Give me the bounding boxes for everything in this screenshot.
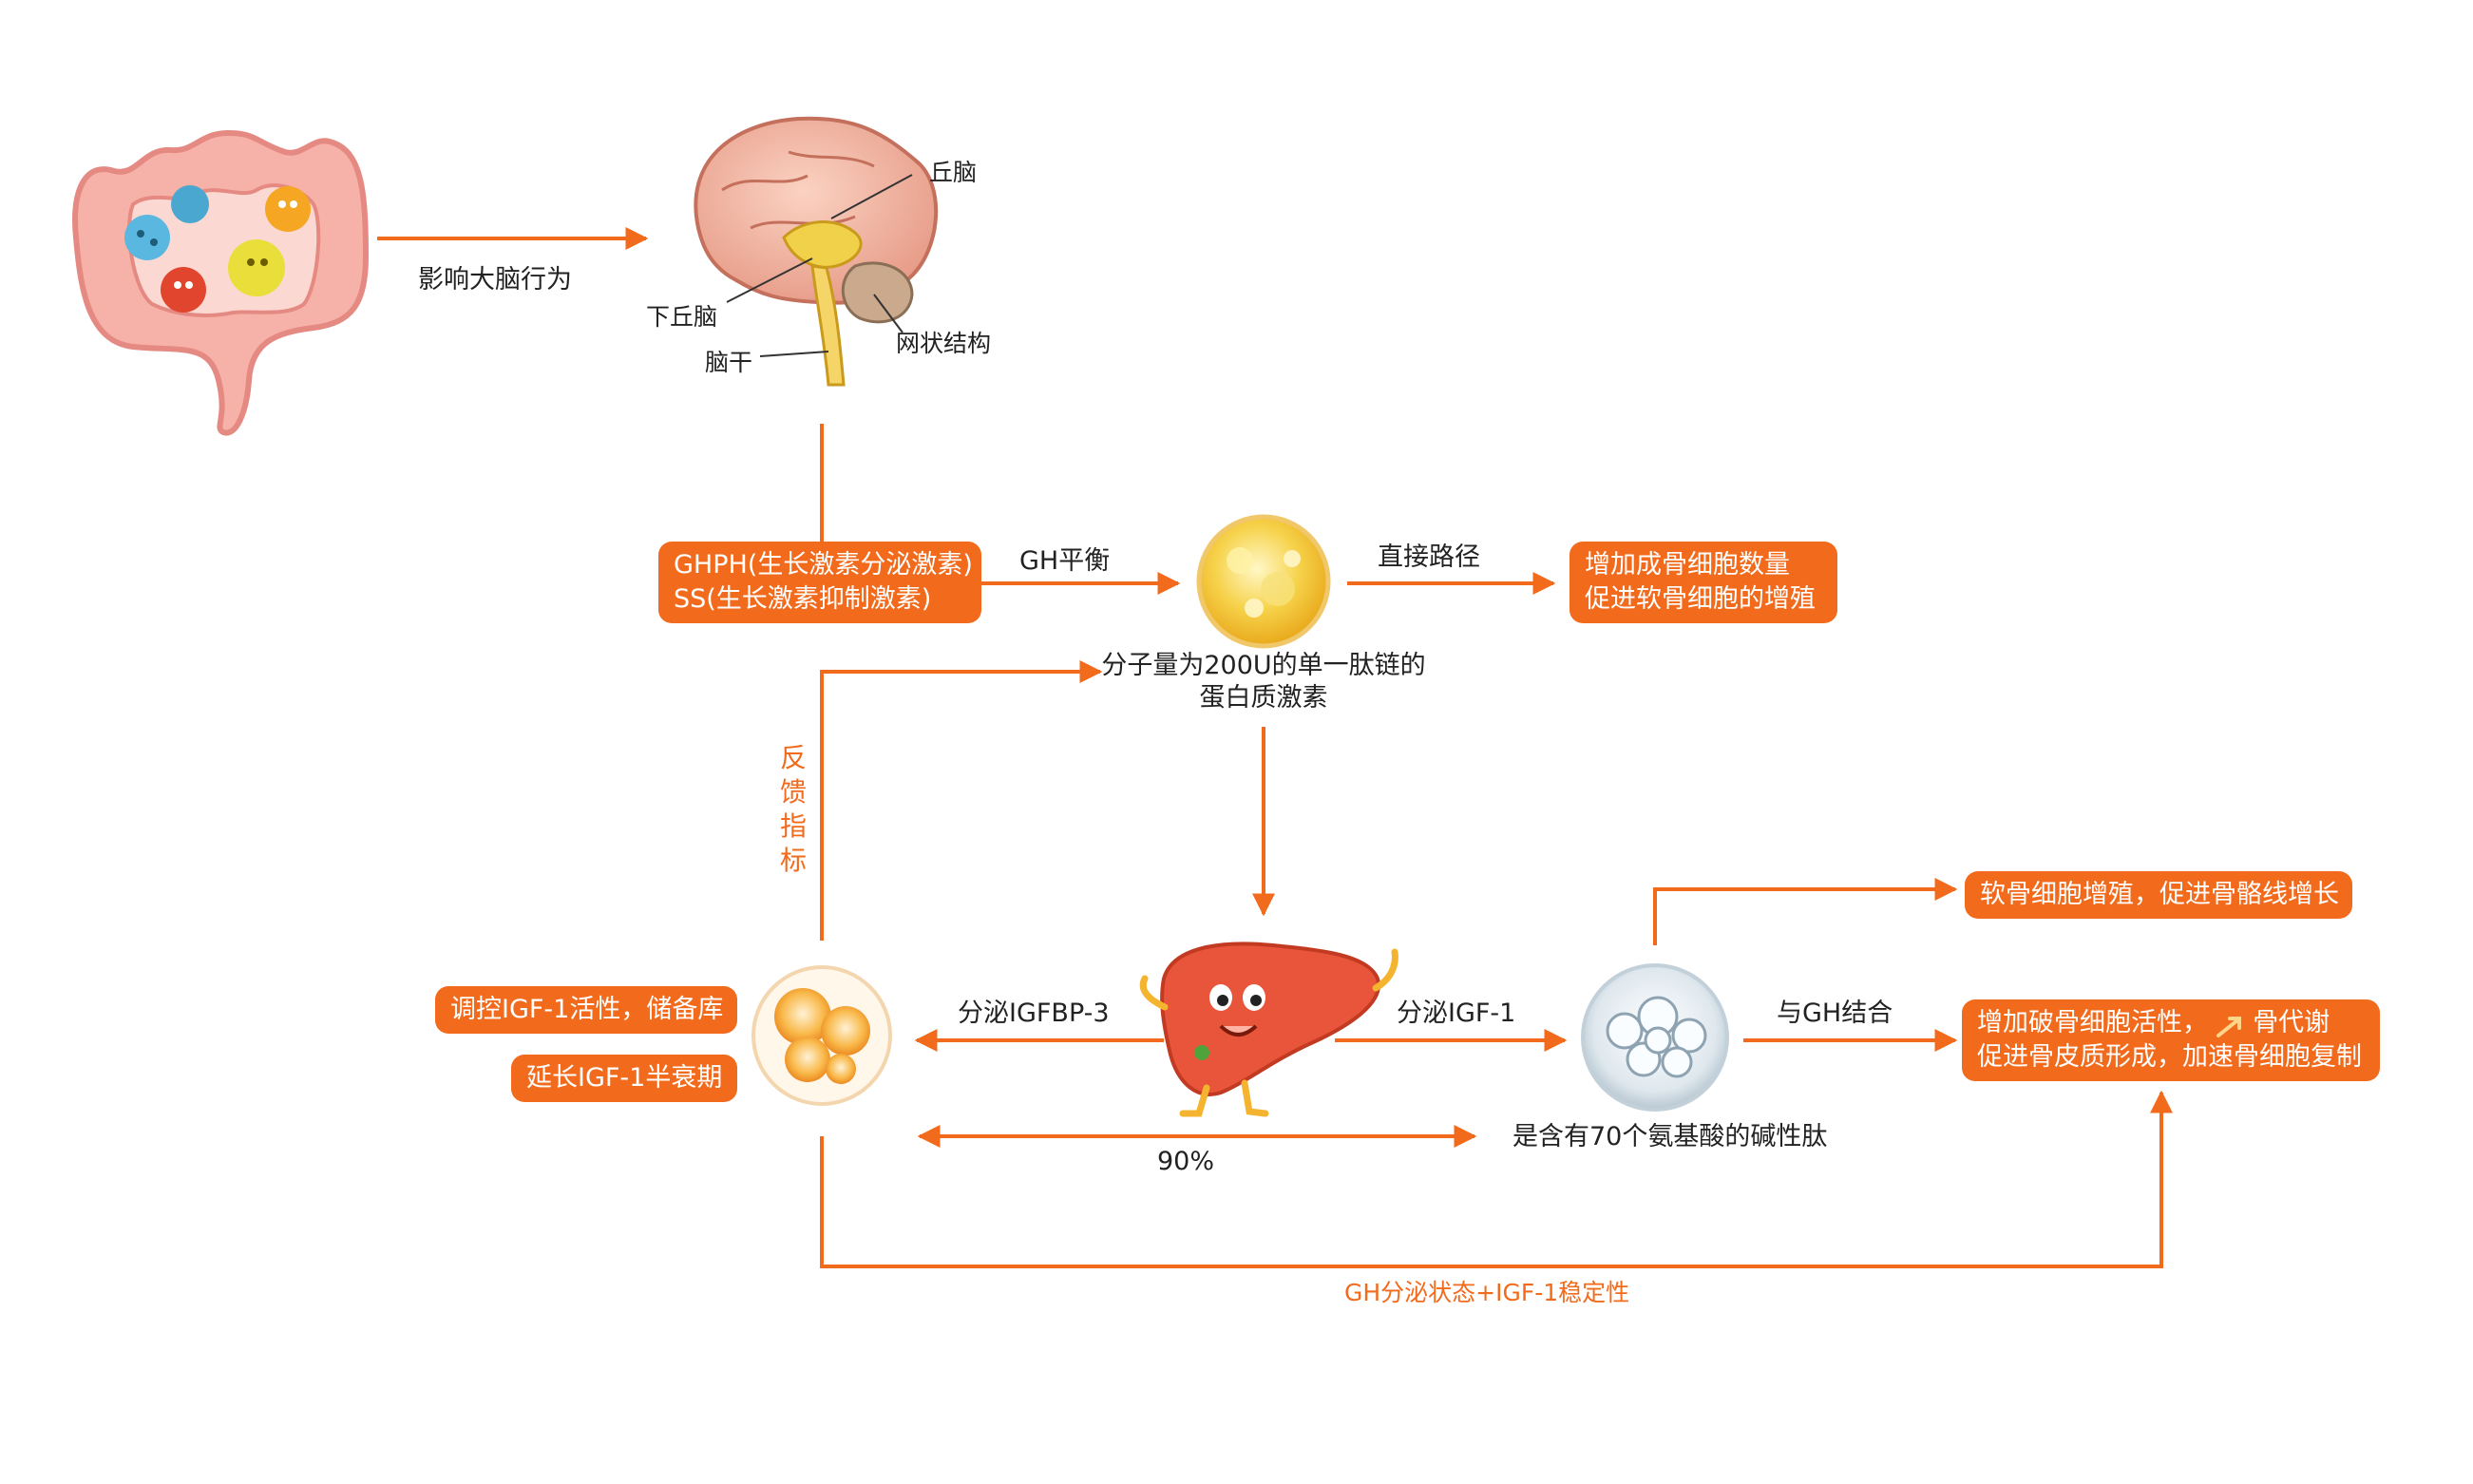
osteo-line-1a: 增加破骨细胞活性，	[1977, 1008, 2208, 1037]
label-reticular: 网状结构	[896, 330, 992, 357]
connectors	[377, 227, 2173, 1268]
label-direct-path: 直接路径	[1378, 542, 1480, 572]
label-percent: 90%	[1157, 1147, 1215, 1176]
label-thalamus: 丘脑	[929, 159, 978, 186]
label-feedback: 反 馈 指 标	[774, 741, 812, 878]
gh-description: 分子量为200U的单一肽链的 蛋白质激素	[1093, 650, 1435, 714]
label-brainstem: 脑干	[705, 349, 753, 376]
label-secrete-igfbp3: 分泌IGFBP-3	[958, 999, 1110, 1028]
osteo-box: 增加破骨细胞活性， 骨代谢 促进骨皮质形成，加速骨细胞复制	[1962, 999, 2380, 1081]
osteo-line-1b: 骨代谢	[2253, 1008, 2330, 1037]
feedback-char-3: 指	[779, 810, 807, 842]
bubble-cell-icon	[1581, 963, 1729, 1112]
arrow-feedback	[820, 660, 1103, 941]
label-bind-gh: 与GH结合	[1777, 999, 1893, 1028]
hormones-line-1: GHPH(生长激素分泌激素)	[674, 550, 973, 580]
label-hypothalamus: 下丘脑	[646, 303, 718, 331]
liver-mascot-icon	[1139, 942, 1398, 1117]
label-secrete-igf1: 分泌IGF-1	[1397, 999, 1516, 1028]
brain-cross-section-icon	[694, 116, 939, 387]
direct-effect-line-1: 增加成骨细胞数量	[1585, 550, 1790, 580]
label-bottom-path: GH分泌状态+IGF-1稳定性	[1344, 1279, 1630, 1306]
arrow-igf1-to-cartilage	[1653, 878, 1958, 945]
gh-description-line-2: 蛋白质激素	[1199, 683, 1328, 713]
feedback-char-1: 反	[779, 742, 807, 773]
orange-cell-cluster-icon	[751, 965, 892, 1106]
label-igf1-description: 是含有70个氨基酸的碱性肽	[1512, 1122, 1828, 1151]
label-gut-to-brain: 影响大脑行为	[418, 265, 572, 295]
orange-up-arrow-icon	[2216, 1013, 2245, 1037]
direct-effect-box: 增加成骨细胞数量 促进软骨细胞的增殖	[1569, 542, 1837, 623]
golden-cell-icon	[1196, 514, 1331, 649]
label-gh-balance: GH平衡	[1019, 546, 1111, 576]
arrow-bottom-path	[820, 1090, 2173, 1268]
hormones-box: GHPH(生长激素分泌激素) SS(生长激素抑制激素)	[658, 542, 981, 623]
osteo-line-2: 促进骨皮质形成，加速骨细胞复制	[1977, 1042, 2362, 1072]
feedback-char-4: 标	[779, 845, 807, 876]
intestine-with-bacteria-icon	[72, 129, 370, 436]
igfbp-box-2: 延长IGF-1半衰期	[511, 1055, 737, 1102]
direct-effect-line-2: 促进软骨细胞的增殖	[1585, 584, 1816, 614]
hormones-line-2: SS(生长激素抑制激素)	[674, 584, 932, 614]
gh-description-line-1: 分子量为200U的单一肽链的	[1101, 651, 1426, 680]
feedback-char-2: 馈	[779, 776, 807, 808]
cartilage-box: 软骨细胞增殖，促进骨骼线增长	[1965, 871, 2352, 919]
osteo-line-1: 增加破骨细胞活性， 骨代谢	[1977, 1006, 2365, 1040]
igfbp-box-1: 调控IGF-1活性，储备库	[435, 986, 737, 1034]
